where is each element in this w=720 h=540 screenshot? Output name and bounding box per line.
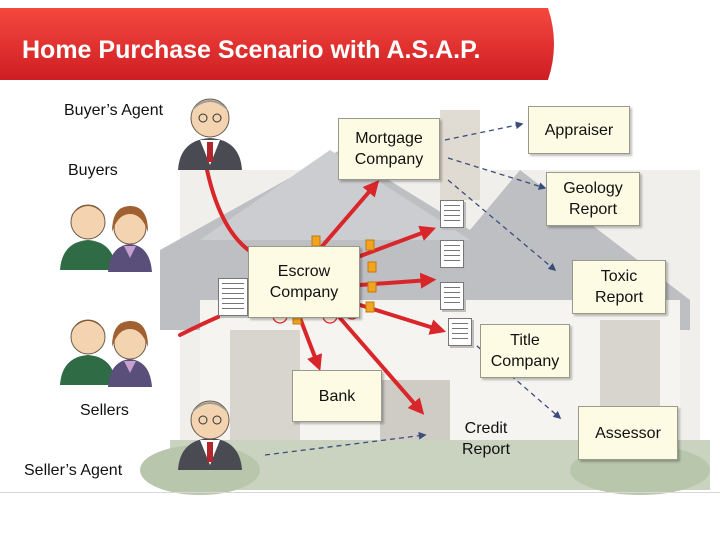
- toxic-report-line1: Toxic: [600, 268, 638, 285]
- page-title: Home Purchase Scenario with A.S.A.P.: [22, 36, 481, 64]
- buyers-agent-label: Buyer’s Agent: [64, 102, 164, 119]
- red-arrows: [178, 158, 447, 415]
- credit-report-line1: Credit: [464, 420, 508, 437]
- buyers-label: Buyers: [68, 162, 118, 179]
- arrow-to-appraiser: [444, 121, 524, 141]
- bank-box: Bank: [292, 370, 382, 422]
- buyers-agent-figure: [178, 98, 242, 170]
- toxic-report-line2: Report: [594, 289, 644, 306]
- appraiser-box: Appraiser: [528, 106, 630, 154]
- arrow-to-geology: [447, 157, 547, 190]
- sellers-figure: [60, 319, 152, 387]
- credit-report-line2: Report: [461, 441, 511, 458]
- mortgage-company-line1: Mortgage: [355, 130, 423, 147]
- mortgage-company-line2: Company: [354, 151, 424, 168]
- arrow-escrow-to-bank: [298, 316, 323, 371]
- arrow-escrow-to-credit: [338, 316, 425, 415]
- toxic-report-box: Toxic Report: [572, 260, 666, 314]
- sellers-agent-figure: [178, 400, 242, 470]
- appraiser-label: Appraiser: [544, 121, 614, 139]
- credit-report-label: Credit Report: [446, 418, 526, 460]
- title-document-icon: [440, 282, 464, 310]
- escrow-document-icon: [218, 278, 248, 316]
- geology-report-line2: Report: [568, 201, 618, 218]
- assessor-label: Assessor: [595, 424, 661, 442]
- escrow-company-line2: Company: [269, 284, 339, 301]
- title-company-box: Title Company: [480, 324, 570, 378]
- bottom-divider: [0, 492, 720, 493]
- assessor-box: Assessor: [578, 406, 678, 460]
- assessor-document-icon: [448, 318, 472, 346]
- geology-report-line1: Geology: [563, 180, 623, 197]
- buyers-figure: [60, 204, 152, 272]
- toxic-document-icon: [440, 240, 464, 268]
- sellers-label: Sellers: [80, 402, 129, 419]
- sellers-agent-label: Seller’s Agent: [24, 462, 123, 479]
- escrow-company-line1: Escrow: [277, 263, 331, 280]
- title-company-line2: Company: [490, 353, 560, 370]
- title-bar: Home Purchase Scenario with A.S.A.P.: [0, 8, 556, 80]
- arrow-escrow-to-geology: [353, 225, 436, 260]
- geology-document-icon: [440, 200, 464, 228]
- bank-label: Bank: [318, 387, 356, 405]
- mortgage-company-box: Mortgage Company: [338, 118, 440, 180]
- connector-tokens: [292, 235, 377, 325]
- title-company-line1: Title: [510, 332, 540, 349]
- geology-report-box: Geology Report: [546, 172, 640, 226]
- arrow-escrow-to-mortgage: [310, 180, 380, 260]
- escrow-company-box: Escrow Company: [248, 246, 360, 318]
